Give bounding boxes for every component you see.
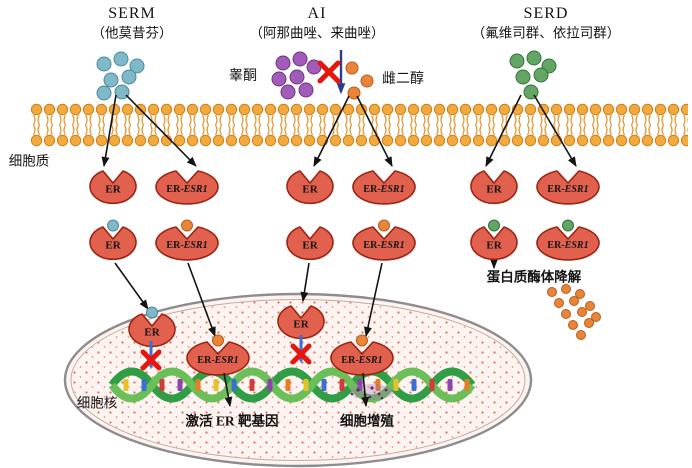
estradiol-dots [345, 61, 374, 100]
conversion-block-x [317, 60, 341, 84]
er-esr1-label: ER-ESR1 [341, 355, 383, 366]
er-esr1-label: ER-ESR1 [363, 240, 405, 251]
drug-to-receptor-arrows [101, 94, 577, 167]
er-label: ER [486, 183, 502, 196]
nucleus [63, 292, 533, 468]
serm-title: SERM [108, 5, 156, 22]
testosterone-cluster [271, 51, 322, 100]
ai-title: AI [307, 5, 327, 22]
serd-title: SERD [523, 5, 569, 22]
er-label: ER [302, 239, 318, 252]
blocked-transcription-left [140, 341, 162, 371]
cell-proliferation-label: 细胞增殖 [340, 413, 394, 429]
blocked-transcription-mid [290, 335, 312, 365]
proteasome-degradation-label: 蛋白质酶体降解 [486, 269, 582, 285]
er-esr1-receptor-ai-bound [352, 219, 416, 261]
outcome-arrows [223, 372, 370, 407]
esr1-gene-italic: ESR1 [380, 240, 405, 251]
degradation-fragments [547, 284, 601, 340]
dna-base-pairs [123, 379, 470, 391]
er-label: ER [105, 239, 121, 252]
er-esr1-receptor-serm-bound [155, 219, 219, 261]
serd-drug-cluster [509, 50, 557, 100]
er-label: ER [105, 183, 121, 196]
cytoplasm-label: 细胞质 [8, 153, 50, 169]
er-esr1-label: ER-ESR1 [547, 184, 589, 195]
er-label: ER [302, 183, 318, 196]
esr1-gene-italic: ESR1 [183, 184, 208, 195]
esr1-gene-italic: ESR1 [183, 240, 208, 251]
serm-subtitle: （他莫昔芬） [91, 25, 173, 41]
er-esr1-label: ER-ESR1 [166, 240, 208, 251]
er-esr1-receptor-serd-bound [536, 219, 600, 261]
esr1-gene-italic: ESR1 [564, 240, 589, 251]
receptor-translocation-arrows [114, 259, 498, 337]
serm-drug-cluster [96, 51, 145, 101]
er-esr1-receptor-nucleus-left [186, 334, 250, 376]
cell-membrane [30, 102, 688, 148]
er-receptor-nucleus-serm [128, 306, 176, 348]
er-esr1-label: ER-ESR1 [547, 240, 589, 251]
activate-er-target-genes-label: 激活 ER 靶基因 [185, 413, 279, 429]
esr1-gene-italic: ESR1 [358, 355, 383, 366]
ai-subtitle: （阿那曲唑、来曲唑） [249, 25, 385, 41]
esr1-gene-italic: ESR1 [564, 184, 589, 195]
esr1-gene-italic: ESR1 [214, 355, 239, 366]
er-label: ER [144, 326, 160, 339]
testosterone-label: 睾酮 [229, 69, 257, 84]
er-esr1-label: ER-ESR1 [197, 355, 239, 366]
er-esr1-label: ER-ESR1 [363, 184, 405, 195]
er-receptor-serd-bound [470, 219, 518, 261]
er-label: ER [293, 318, 309, 331]
nucleus-label: 细胞核 [76, 395, 118, 411]
er-esr1-label: ER-ESR1 [166, 184, 208, 195]
er-esr1-receptor-nucleus-right [330, 334, 394, 376]
er-receptor-serm-bound [89, 219, 137, 261]
chromatin-speckles [350, 384, 394, 400]
er-label: ER [486, 239, 502, 252]
dna-helix [108, 367, 476, 403]
esr1-gene-italic: ESR1 [380, 184, 405, 195]
serd-subtitle: （氟维司群、依拉司群） [471, 25, 621, 41]
estradiol-label: 雌二醇 [382, 72, 424, 87]
